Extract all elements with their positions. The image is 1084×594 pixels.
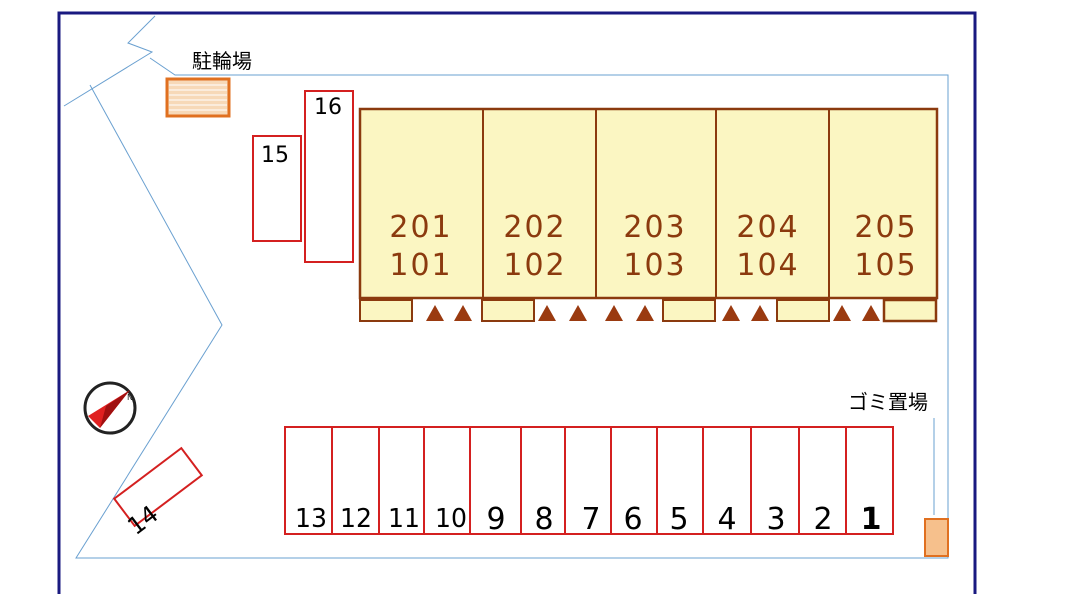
bicycle-parking xyxy=(165,77,231,118)
lot-boundary xyxy=(63,15,949,559)
entrance-triangle-icon xyxy=(569,305,587,321)
parking-number: 10 xyxy=(435,504,467,534)
parking-space xyxy=(284,426,333,535)
parking-number: 3 xyxy=(766,502,785,537)
bicycle-parking-label: 駐輪場 xyxy=(192,49,252,73)
parking-space-15 xyxy=(252,135,302,242)
parking-row xyxy=(284,426,894,535)
entrance-triangle-icon xyxy=(722,305,740,321)
entrance-triangle-icon xyxy=(751,305,769,321)
parking-space xyxy=(845,426,894,535)
parking-number: 13 xyxy=(295,504,327,534)
parking-number: 11 xyxy=(388,504,420,534)
entrance-triangle-icon xyxy=(833,305,851,321)
parking-space xyxy=(520,426,566,535)
parking-space-16 xyxy=(304,90,354,263)
parking-number: 8 xyxy=(534,502,553,537)
unit-lower: 101 xyxy=(389,248,452,283)
entrance-triangle-icon xyxy=(636,305,654,321)
parking-number: 4 xyxy=(717,502,736,537)
parking-space xyxy=(798,426,847,535)
parking-number: 9 xyxy=(486,502,505,537)
porches xyxy=(359,298,938,323)
unit-upper: 204 xyxy=(736,210,799,245)
parking-number: 7 xyxy=(581,502,600,537)
parking-space-14 xyxy=(112,446,204,528)
entrance-triangle-icon xyxy=(454,305,472,321)
svg-text:N: N xyxy=(127,393,133,402)
unit-labels: 201 101 202 102 203 103 204 104 205 105 xyxy=(389,210,917,283)
unit-upper: 201 xyxy=(389,210,452,245)
unit-upper: 205 xyxy=(854,210,917,245)
apartment-building xyxy=(358,107,939,300)
parking-space xyxy=(656,426,704,535)
parking-space xyxy=(702,426,752,535)
porch xyxy=(481,299,535,322)
entrance-triangle-icon xyxy=(862,305,880,321)
unit-lower: 104 xyxy=(736,248,799,283)
porch xyxy=(359,299,413,322)
unit-upper: 202 xyxy=(503,210,566,245)
unit-lower: 105 xyxy=(854,248,917,283)
parking-space xyxy=(564,426,612,535)
parking-space xyxy=(331,426,380,535)
entrance-markers xyxy=(426,305,880,321)
parking-number: 6 xyxy=(623,502,642,537)
garbage-area xyxy=(924,518,949,557)
parking-space xyxy=(423,426,471,535)
unit-lower: 103 xyxy=(623,248,686,283)
parking-number: 2 xyxy=(813,502,832,537)
porch xyxy=(776,299,830,322)
parking-space xyxy=(750,426,800,535)
porch xyxy=(662,299,716,322)
parking-number: 12 xyxy=(340,504,372,534)
parking-number: 1 xyxy=(861,502,882,537)
entrance-triangle-icon xyxy=(605,305,623,321)
parking-number-15: 15 xyxy=(261,143,289,168)
garbage-area-label: ゴミ置場 xyxy=(848,390,928,414)
entrance-triangle-icon xyxy=(538,305,556,321)
north-arrow-icon: N xyxy=(83,381,137,435)
entrance-triangle-icon xyxy=(426,305,444,321)
parking-numbers: 13 12 11 10 9 8 7 6 5 4 3 2 1 xyxy=(295,502,881,537)
unit-upper: 203 xyxy=(623,210,686,245)
porch xyxy=(882,298,938,323)
parking-number-16: 16 xyxy=(314,95,342,120)
parking-number: 5 xyxy=(669,502,688,537)
unit-lower: 102 xyxy=(503,248,566,283)
